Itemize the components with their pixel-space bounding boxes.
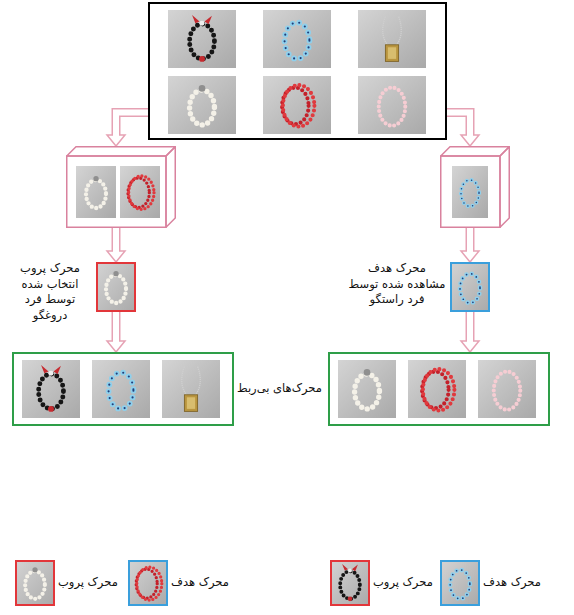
bracelet-photo: [15, 560, 55, 606]
stimulus-label: محرک پروب: [58, 575, 118, 591]
arrow-fill: [113, 228, 119, 254]
bracelet-photo: [92, 360, 150, 418]
bracelet-photo: [338, 360, 396, 418]
bracelet-photo: [22, 360, 80, 418]
bracelet-photo: [76, 166, 116, 218]
bracelet-photo: [162, 360, 220, 418]
probe-stimulus: محرک پروب: [15, 560, 55, 606]
bracelet-photo: [478, 360, 536, 418]
stimulus-label: محرک پروب: [373, 575, 433, 591]
bracelet-photo: [358, 10, 426, 68]
arrow-fill: [116, 112, 148, 137]
bracelet-photo: [168, 76, 236, 134]
stimulus-label: محرک‌های بی‌ربط: [237, 381, 322, 397]
stimulus-label: محرک هدف: [347, 261, 447, 277]
cube-outline: [440, 146, 510, 228]
bracelet-photo: [450, 262, 490, 312]
stimuli-box: [328, 352, 550, 426]
label-group: محرک پروب: [373, 575, 433, 591]
hollow-arrow: [461, 312, 479, 352]
cube-face: [67, 156, 166, 227]
label-group: محرک هدفمشاهده شده توسط فرد راستگو: [347, 261, 447, 308]
stimulus-label: محرک هدف: [171, 575, 229, 591]
cube-face: [166, 147, 175, 228]
bracelet-photo: [330, 560, 370, 606]
cube-face: [441, 156, 500, 227]
stimulus-label: محرک هدف: [483, 575, 541, 591]
probe-stimulus: محرک پروبانتخاب شده توسط فرد دروغگو: [96, 262, 136, 312]
bracelet-photo: [440, 560, 480, 606]
target-stimulus: محرک هدف: [440, 560, 480, 606]
bracelet-photo: [128, 560, 168, 606]
hollow-arrow: [107, 228, 125, 262]
bracelet-photo: [358, 76, 426, 134]
bracelet-photo: [96, 262, 136, 312]
hollow-arrow: [107, 312, 125, 352]
cube-outline: [66, 146, 176, 228]
arrow-fill: [113, 312, 119, 344]
label-group: محرک هدف: [483, 575, 541, 591]
arrow-outline: [116, 112, 148, 135]
label-group: محرک هدف: [171, 575, 229, 591]
stimulus-cube: [66, 146, 176, 228]
probe-stimulus: محرک پروب: [330, 560, 370, 606]
bracelet-photo: [120, 166, 160, 218]
stimulus-cube: [440, 146, 510, 228]
target-stimulus: محرک هدفمشاهده شده توسط فرد راستگو: [450, 262, 490, 312]
label-group: محرک پروب: [58, 575, 118, 591]
stimulus-label: محرک پروب: [7, 261, 93, 277]
cube-face: [500, 147, 509, 228]
stimulus-note: انتخاب شده توسط فرد دروغگو: [7, 277, 93, 324]
arrow-outline: [447, 112, 470, 135]
arrow-fill: [467, 312, 473, 344]
hollow-arrow: [107, 112, 148, 146]
arrow-fill: [447, 112, 470, 137]
hollow-arrow: [461, 228, 479, 262]
arrow-fill: [467, 228, 473, 254]
bracelet-photo: [168, 10, 236, 68]
label-group: محرک‌های بی‌ربط: [237, 381, 322, 397]
hollow-arrow: [447, 112, 479, 146]
irrelevant-stimuli-box: محرک‌های بی‌ربط: [12, 352, 234, 426]
cube-face: [67, 147, 176, 156]
bracelet-photo: [263, 10, 331, 68]
bracelet-photo: [452, 166, 488, 218]
cube-face: [441, 147, 510, 156]
stimulus-note: مشاهده شده توسط فرد راستگو: [347, 277, 447, 308]
target-stimulus: محرک هدف: [128, 560, 168, 606]
bracelet-photo: [263, 76, 331, 134]
bracelet-photo: [408, 360, 466, 418]
image-set-frame: [148, 2, 447, 140]
label-group: محرک پروبانتخاب شده توسط فرد دروغگو: [7, 261, 93, 323]
